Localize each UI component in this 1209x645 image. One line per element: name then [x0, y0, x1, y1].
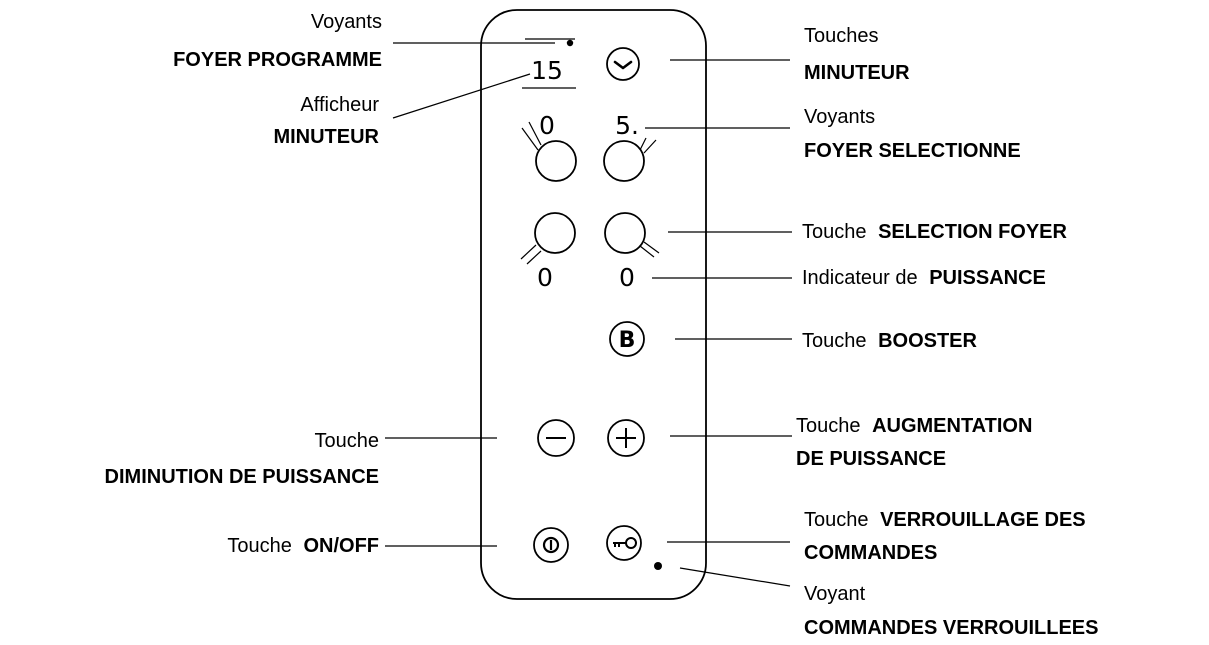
- label-voyants-foyer-selectionne-line2: FOYER SELECTIONNE: [804, 140, 1021, 162]
- booster-b-icon: B: [619, 328, 636, 353]
- zone-bottom-left-ring[interactable]: [534, 212, 576, 254]
- label-touche-augmentation-line1: Touche AUGMENTATION: [796, 415, 1032, 437]
- label-touche-selection-foyer-bold: SELECTION FOYER: [878, 221, 1067, 243]
- zone-top-left-power: 0: [539, 111, 555, 140]
- label-touche-onoff: Touche ON/OFF: [227, 535, 379, 557]
- commandes-verrouillees-led: [654, 562, 662, 570]
- label-touche-selection-foyer: Touche SELECTION FOYER: [802, 221, 1068, 243]
- label-touche-onoff-bold: ON/OFF: [303, 535, 379, 557]
- label-voyants-foyer-programme-line2: FOYER PROGRAMME: [173, 49, 382, 71]
- zone-bottom-right-ring[interactable]: [604, 212, 646, 254]
- label-indicateur-puissance: Indicateur de PUISSANCE: [802, 267, 1046, 289]
- label-touche-verrouillage-bold: VERROUILLAGE DES: [880, 509, 1086, 531]
- timer-display-value: 15: [531, 56, 563, 85]
- label-voyant-commandes-verrouillees-line1: Voyant: [804, 583, 866, 605]
- label-touche-booster: Touche BOOSTER: [802, 330, 978, 352]
- zone-top-right-power: 5.: [615, 111, 639, 140]
- label-touche-verrouillage-line2: COMMANDES: [804, 542, 937, 564]
- label-touche-augmentation-bold: AUGMENTATION: [872, 415, 1032, 437]
- zone-bottom-right[interactable]: 0: [604, 212, 660, 292]
- booster-button[interactable]: B: [609, 321, 645, 357]
- label-touche-selection-foyer-light: Touche: [802, 221, 867, 243]
- label-touche-booster-light: Touche: [802, 330, 867, 352]
- label-afficheur-minuteur-line2: MINUTEUR: [273, 126, 379, 148]
- zone-bottom-left-power: 0: [537, 263, 553, 292]
- label-touche-augmentation-light: Touche: [796, 415, 861, 437]
- zone-top-left: 0: [521, 111, 577, 182]
- label-touche-augmentation-line2: DE PUISSANCE: [796, 448, 946, 470]
- label-touche-booster-bold: BOOSTER: [878, 330, 977, 352]
- key-icon: [613, 537, 637, 549]
- label-touche-diminution-line1: Touche: [315, 430, 380, 452]
- timer-button[interactable]: [606, 47, 640, 81]
- clock-chevron-icon: [613, 60, 633, 70]
- label-voyants-foyer-programme-line1: Voyants: [311, 11, 382, 33]
- zone-bottom-left[interactable]: 0: [520, 212, 576, 292]
- power-icon: [542, 536, 560, 554]
- zone-bottom-right-power: 0: [619, 263, 635, 292]
- zone-top-right-ring: [603, 140, 645, 182]
- minus-button[interactable]: [537, 419, 575, 457]
- label-indicateur-puissance-light: Indicateur de: [802, 267, 918, 289]
- label-afficheur-minuteur-line1: Afficheur: [300, 94, 379, 116]
- label-touches-minuteur-line1: Touches: [804, 25, 879, 47]
- label-touches-minuteur-line2: MINUTEUR: [804, 62, 910, 84]
- plus-button[interactable]: [607, 419, 645, 457]
- label-indicateur-puissance-bold: PUISSANCE: [929, 267, 1046, 289]
- label-voyant-commandes-verrouillees-line2: COMMANDES VERROUILLEES: [804, 617, 1098, 639]
- label-touche-onoff-light: Touche: [227, 535, 292, 557]
- label-touche-verrouillage-light: Touche: [804, 509, 869, 531]
- leader-voyant-commandes-verrouillees: [679, 567, 791, 587]
- control-panel-outline: [480, 9, 707, 600]
- zone-top-right: 5.: [603, 111, 657, 182]
- lock-button[interactable]: [606, 525, 642, 561]
- leader-afficheur-minuteur: [392, 73, 531, 119]
- label-voyants-foyer-selectionne-line1: Voyants: [804, 106, 875, 128]
- label-touche-diminution-line2: DIMINUTION DE PUISSANCE: [105, 466, 379, 488]
- zone-top-left-ring: [535, 140, 577, 182]
- foyer-programme-led: [566, 39, 574, 47]
- onoff-button[interactable]: [533, 527, 569, 563]
- label-touche-verrouillage-line1: Touche VERROUILLAGE DES: [804, 509, 1086, 531]
